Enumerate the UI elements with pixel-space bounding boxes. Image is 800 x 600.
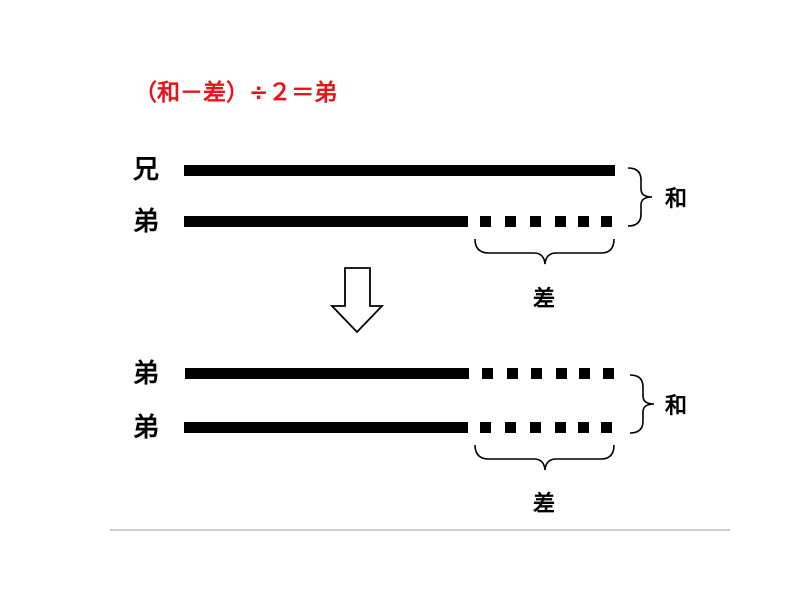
top-row1-bar <box>184 165 615 176</box>
bottom-row2-label: 弟 <box>133 413 159 443</box>
top-sum-brace <box>627 167 653 227</box>
bottom-row2-dotted-extension <box>480 422 612 433</box>
top-dash-1 <box>480 216 491 227</box>
top-dash-6 <box>601 216 612 227</box>
bottom-r1-dash-4 <box>556 368 567 379</box>
bottom-r2-dash-5 <box>578 422 589 433</box>
bottom-r2-dash-4 <box>555 422 566 433</box>
top-dash-4 <box>555 216 566 227</box>
bottom-difference-label: 差 <box>533 491 555 517</box>
top-row2-label: 弟 <box>133 207 159 237</box>
bottom-r2-dash-3 <box>530 422 541 433</box>
bottom-r2-dash-1 <box>480 422 491 433</box>
top-difference-label: 差 <box>533 286 555 312</box>
down-arrow-icon <box>329 267 385 334</box>
bottom-r1-dash-2 <box>507 368 518 379</box>
bottom-r2-dash-6 <box>601 422 612 433</box>
bottom-row1-label: 弟 <box>133 359 159 389</box>
bottom-sum-brace <box>629 374 655 434</box>
top-dash-3 <box>530 216 541 227</box>
bottom-r1-dash-3 <box>531 368 542 379</box>
bottom-r1-dash-1 <box>482 368 493 379</box>
bottom-r2-dash-2 <box>505 422 516 433</box>
top-dash-5 <box>578 216 589 227</box>
bottom-row2-bar <box>184 422 468 433</box>
formula-title: （和－差）÷２＝弟 <box>134 79 337 106</box>
top-sum-label: 和 <box>665 187 687 212</box>
top-row2-dotted-extension <box>480 216 612 227</box>
top-row1-label: 兄 <box>133 155 159 185</box>
bottom-sum-label: 和 <box>665 394 687 419</box>
bottom-r1-dash-5 <box>579 368 590 379</box>
top-difference-brace <box>474 238 615 265</box>
bottom-r1-dash-6 <box>603 368 614 379</box>
bottom-row1-bar <box>185 368 469 379</box>
top-dash-2 <box>505 216 516 227</box>
top-row2-bar <box>184 216 468 227</box>
bottom-row1-dotted-extension <box>482 368 614 379</box>
bottom-difference-brace <box>474 444 615 471</box>
